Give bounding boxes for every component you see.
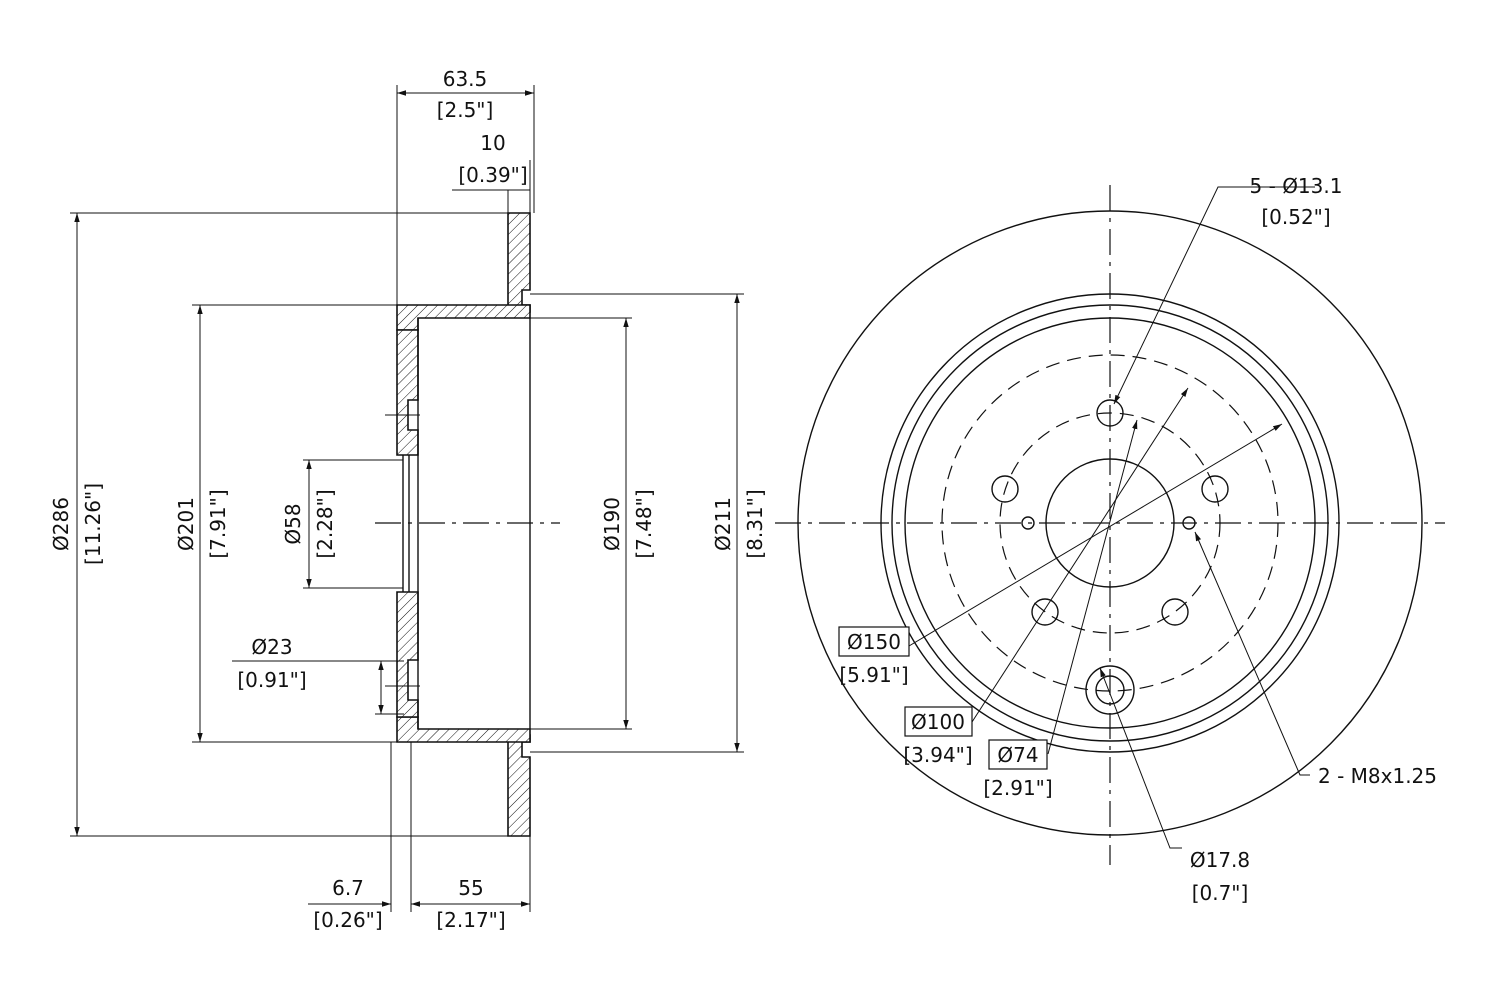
bolt-hole bbox=[1096, 399, 1124, 427]
friction-plate-top bbox=[507, 212, 531, 313]
threaded-holes-mm: 2 - M8x1.25 bbox=[1318, 764, 1437, 788]
dim-63-5-mm: 63.5 bbox=[443, 67, 488, 91]
dim-74-in: [2.91"] bbox=[983, 776, 1052, 800]
step-circle bbox=[891, 304, 1329, 742]
dim-190-mm: Ø190 bbox=[600, 497, 624, 551]
bolt-hole bbox=[991, 475, 1019, 503]
hat-outer-circle bbox=[904, 317, 1316, 729]
dim-55-in: [2.17"] bbox=[436, 908, 505, 932]
dim-100-mm: Ø100 bbox=[911, 710, 965, 734]
pcd-100-circle bbox=[999, 412, 1221, 634]
hat-face-lower bbox=[396, 591, 419, 718]
dim-58-in: [2.28"] bbox=[313, 489, 337, 558]
leader-access-hole bbox=[1099, 667, 1182, 849]
bolt-hole bbox=[1201, 475, 1229, 503]
box-150 bbox=[838, 626, 910, 657]
dim-10-in: [0.39"] bbox=[458, 163, 527, 187]
bolt-hole bbox=[1031, 598, 1059, 626]
leader-bolt-holes bbox=[1113, 186, 1315, 405]
leader-100 bbox=[971, 387, 1189, 723]
dim-211-mm: Ø211 bbox=[711, 497, 735, 551]
threaded-hole bbox=[1021, 516, 1035, 530]
dim-74-mm: Ø74 bbox=[997, 743, 1038, 767]
dim-190-in: [7.48"] bbox=[632, 489, 656, 558]
box-74 bbox=[988, 739, 1048, 770]
bolt-holes-in: [0.52"] bbox=[1261, 205, 1330, 229]
dim-150-mm: Ø150 bbox=[847, 630, 901, 654]
hat-face-upper bbox=[396, 329, 419, 456]
dim-201-in: [7.91"] bbox=[206, 489, 230, 558]
dim-23-in: [0.91"] bbox=[237, 668, 306, 692]
dim-58-mm: Ø58 bbox=[281, 503, 305, 544]
threaded-hole bbox=[1182, 516, 1196, 530]
bolt-hole bbox=[1161, 598, 1189, 626]
section-view: 63.5 [2.5"] 10 [0.39"] Ø286 [11.26"] Ø20… bbox=[49, 67, 767, 932]
dim-17-8-in: [0.7"] bbox=[1192, 881, 1249, 905]
access-hole-outer bbox=[1085, 665, 1135, 715]
dim-211-in: [8.31"] bbox=[743, 489, 767, 558]
dim-286-mm: Ø286 bbox=[49, 497, 73, 551]
hat-wall-top bbox=[396, 304, 531, 331]
dim-17-8-mm: Ø17.8 bbox=[1190, 848, 1250, 872]
dim-6-7-in: [0.26"] bbox=[313, 908, 382, 932]
dim-63-5-in: [2.5"] bbox=[437, 98, 494, 122]
dim-201-mm: Ø201 bbox=[174, 497, 198, 551]
bolt-holes-mm: 5 - Ø13.1 bbox=[1250, 174, 1343, 198]
dim-150-in: [5.91"] bbox=[839, 663, 908, 687]
rotor-outer-circle bbox=[797, 210, 1423, 836]
dim-286-in: [11.26"] bbox=[81, 483, 105, 565]
center-bore-circle bbox=[1045, 458, 1175, 588]
leader-150 bbox=[908, 423, 1283, 647]
dim-100-in: [3.94"] bbox=[903, 743, 972, 767]
friction-inner-circle bbox=[880, 293, 1340, 753]
friction-plate-bottom bbox=[507, 734, 531, 837]
box-100 bbox=[904, 706, 973, 737]
access-hole-inner bbox=[1095, 675, 1125, 705]
leader-74 bbox=[1047, 419, 1138, 755]
leader-threaded-holes bbox=[1194, 531, 1310, 776]
dim-55-mm: 55 bbox=[458, 876, 483, 900]
front-view: 5 - Ø13.1 [0.52"] 2 - M8x1.25 Ø150 [5.91… bbox=[775, 174, 1445, 905]
dim-6-7-mm: 6.7 bbox=[332, 876, 364, 900]
pcd-150-circle bbox=[941, 354, 1279, 692]
dim-10-mm: 10 bbox=[480, 131, 505, 155]
hat-wall-bottom bbox=[396, 716, 531, 743]
dim-23-mm: Ø23 bbox=[251, 635, 292, 659]
